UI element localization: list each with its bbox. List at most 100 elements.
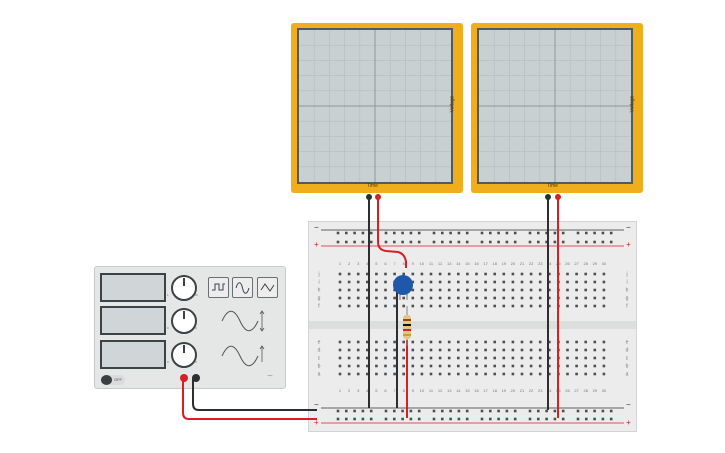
square-wave-icon [212, 283, 225, 291]
breadboard-label: 22 [529, 388, 534, 393]
breadboard-label: 6 [384, 261, 387, 266]
breadboard-label: 17 [483, 388, 488, 393]
breadboard-label: 15 [465, 261, 470, 266]
breadboard-label: 30 [602, 388, 607, 393]
breadboard-label: e [626, 340, 629, 346]
oscilloscope-2-screen [477, 28, 633, 184]
breadboard-label: 10 [420, 261, 425, 266]
breadboard-label: 16 [474, 261, 479, 266]
rail-minus-bottom-right: − [626, 400, 631, 409]
square-wave-button[interactable] [208, 277, 229, 298]
capacitor [393, 275, 413, 295]
offset-display [100, 340, 166, 369]
breadboard-label: 5 [375, 388, 378, 393]
breadboard-label: 30 [602, 261, 607, 266]
breadboard-label: 26 [565, 261, 570, 266]
frequency-knob[interactable] [171, 275, 197, 301]
breadboard-label: 4 [366, 261, 369, 266]
breadboard-label: 5 [375, 261, 378, 266]
breadboard-label: 18 [492, 261, 497, 266]
breadboard-label: 11 [429, 261, 434, 266]
breadboard-label: 19 [502, 261, 507, 266]
breadboard-label: 28 [583, 261, 588, 266]
breadboard-label: 16 [474, 388, 479, 393]
breadboard-label: h [318, 288, 321, 294]
amplitude-knob[interactable] [171, 308, 197, 334]
offset-knob[interactable] [171, 342, 197, 368]
breadboard-label: 22 [529, 261, 534, 266]
breadboard-label: 1 [339, 261, 342, 266]
breadboard-label: 29 [593, 388, 598, 393]
breadboard-label: j [625, 272, 627, 278]
breadboard-label: 27 [574, 388, 579, 393]
breadboard-label: 9 [412, 388, 415, 393]
generator-signal-wire [182, 378, 317, 420]
breadboard-label: 12 [438, 388, 443, 393]
sine-wave-button[interactable] [232, 277, 253, 298]
negative-terminal[interactable] [192, 374, 200, 382]
sine-wave-icon [235, 282, 250, 294]
breadboard-label: 14 [456, 388, 461, 393]
power-label: OFF [114, 377, 122, 382]
oscilloscope-2-grid [479, 30, 631, 182]
generator-ground-wire [192, 378, 317, 411]
breadboard-label: 11 [429, 388, 434, 393]
breadboard-label: b [318, 364, 321, 370]
scope1-signal-wire [377, 197, 407, 268]
breadboard-label: 1 [339, 388, 342, 393]
breadboard-label: c [318, 356, 321, 362]
brand-logo: ~ [267, 371, 273, 382]
frequency-display [100, 273, 166, 302]
oscilloscope-1-x-label: Time [367, 183, 378, 189]
breadboard-label: 24 [547, 388, 552, 393]
breadboard-label: j [317, 272, 319, 278]
oscilloscope-2-x-label: Time [547, 183, 558, 189]
breadboard-label: 9 [412, 261, 415, 266]
rail-minus-top-right: − [626, 223, 631, 232]
breadboard-label: 3 [357, 261, 360, 266]
breadboard-label: c [626, 356, 629, 362]
breadboard-label: 28 [583, 388, 588, 393]
breadboard-label: 21 [520, 261, 525, 266]
breadboard-label: 10 [420, 388, 425, 393]
breadboard-label: 14 [456, 261, 461, 266]
breadboard-label: 15 [465, 388, 470, 393]
rail-minus-bottom: − [314, 400, 319, 409]
breadboard-label: 7 [393, 261, 396, 266]
rail-minus-top: − [314, 223, 319, 232]
triangle-wave-button[interactable] [257, 277, 278, 298]
breadboard-label: 7 [393, 388, 396, 393]
oscilloscope-2[interactable]: Time Voltage [471, 23, 643, 193]
breadboard-label: 8 [403, 388, 406, 393]
breadboard-label: g [626, 296, 629, 302]
breadboard-label: 29 [593, 261, 598, 266]
knob-tick-label: K [195, 326, 198, 330]
oscilloscope-1[interactable]: Time Voltage [291, 23, 463, 193]
breadboard-label: 2 [348, 388, 351, 393]
triangle-wave-icon [260, 283, 275, 292]
knob-tick-label: M [195, 293, 198, 297]
breadboard-label: 4 [366, 388, 369, 393]
breadboard-label: 27 [574, 261, 579, 266]
breadboard-label: h [626, 288, 629, 294]
breadboard-label: f [318, 304, 320, 310]
breadboard-label: a [318, 372, 321, 378]
breadboard-label: g [318, 296, 321, 302]
function-generator[interactable]: 1 M 0 K 0 K OFF ~ [94, 266, 286, 389]
breadboard-label: 13 [447, 261, 452, 266]
breadboard-label: i [626, 280, 627, 286]
knob-tick-label: 1 [167, 293, 169, 297]
knob-tick-label: 0 [167, 326, 169, 330]
breadboard-label: 23 [538, 261, 543, 266]
knob-tick-label: 0 [167, 360, 169, 364]
oscilloscope-1-screen [297, 28, 453, 184]
breadboard-label: 19 [502, 388, 507, 393]
breadboard-label: d [318, 348, 321, 354]
breadboard-label: 6 [384, 388, 387, 393]
rail-plus-bottom-right: + [626, 418, 631, 427]
breadboard-label: 24 [547, 261, 552, 266]
breadboard-label: 17 [483, 261, 488, 266]
power-switch[interactable] [101, 375, 125, 385]
